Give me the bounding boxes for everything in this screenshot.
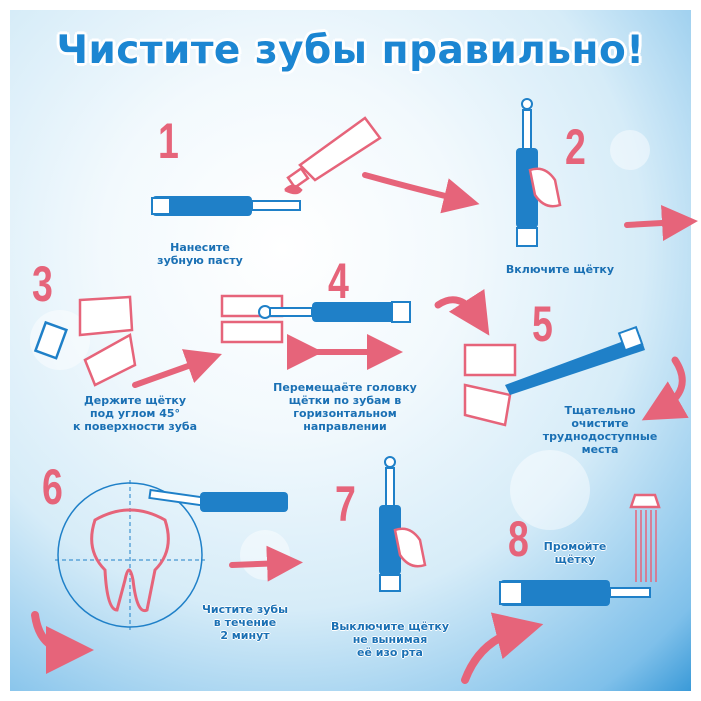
toothbrush-under-shower-icon bbox=[499, 493, 661, 606]
step-number-1: 1 bbox=[158, 113, 179, 169]
toothbrush-icon bbox=[151, 196, 301, 216]
step-number-8: 8 bbox=[508, 511, 529, 567]
arrow-icon bbox=[624, 205, 698, 241]
teeth-with-angled-brush-icon bbox=[463, 325, 645, 427]
arrow-icon bbox=[132, 349, 222, 388]
toothbrush-vertical-icon bbox=[379, 456, 427, 592]
curved-arrow-icon bbox=[641, 356, 689, 421]
curved-arrow-icon bbox=[31, 611, 94, 674]
step-number-5: 5 bbox=[532, 296, 553, 352]
step-number-4: 4 bbox=[328, 253, 349, 309]
step-number-7: 7 bbox=[335, 476, 356, 532]
curved-arrow-icon bbox=[461, 612, 544, 684]
hand-icon bbox=[393, 527, 427, 568]
tooth-rotation-icon bbox=[55, 480, 288, 630]
curved-arrow-icon bbox=[434, 288, 490, 336]
teeth-with-brush-icon bbox=[220, 294, 411, 344]
step-2-label: Включите щётку bbox=[505, 263, 615, 276]
toothbrush-vertical-icon bbox=[516, 98, 562, 247]
page-title: Чистите зубы правильно! bbox=[56, 28, 645, 73]
brush-head-icon bbox=[33, 320, 69, 360]
step-number-2: 2 bbox=[565, 119, 586, 175]
hand-icon bbox=[528, 167, 562, 208]
toothpaste-tube-icon bbox=[284, 116, 382, 195]
arrow-icon bbox=[362, 172, 480, 214]
step-number-3: 3 bbox=[32, 256, 53, 312]
step-number-6: 6 bbox=[42, 459, 63, 515]
arrow-icon bbox=[229, 545, 303, 582]
teeth-icon bbox=[33, 295, 137, 387]
